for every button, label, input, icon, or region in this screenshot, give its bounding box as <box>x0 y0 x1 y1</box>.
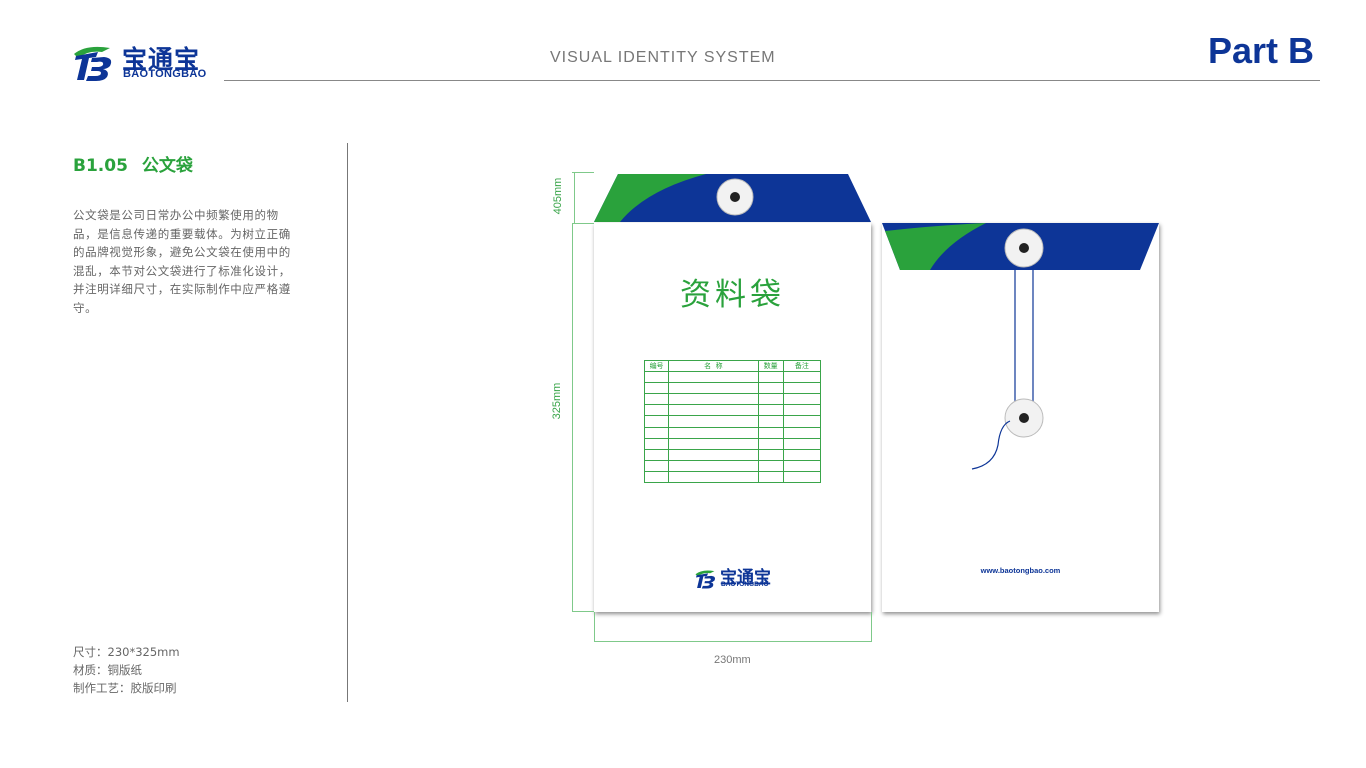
spec-size: 尺寸：230*325mm <box>73 645 180 659</box>
envelope-front-logo: 宝通宝 BAOTONGBAO <box>694 566 784 590</box>
envelope-front: 资料袋 编号 名 称 数量 备注 宝通宝 BAOTONGBAO <box>594 223 871 612</box>
envelope-logo-chinese: 宝通宝 <box>720 568 771 588</box>
form-cell <box>668 448 759 461</box>
logo-mark-icon <box>74 46 112 81</box>
form-cell <box>782 415 822 428</box>
section-title: B1.05 公文袋 <box>73 151 193 176</box>
back-flap-button-icon <box>1004 228 1044 268</box>
form-cell <box>757 426 784 439</box>
form-cell <box>757 415 784 428</box>
logo-chinese-name: 宝通宝 <box>122 45 201 74</box>
dimension-height-label: 325mm <box>551 382 563 420</box>
brand-logo: 宝通宝 BAOTONGBAO <box>72 40 222 84</box>
form-header-number: 编号 <box>643 359 670 373</box>
dimension-tick <box>871 612 872 642</box>
form-row <box>643 371 822 384</box>
form-cell <box>643 448 670 461</box>
dimension-tick <box>572 223 594 224</box>
form-cell <box>643 404 670 417</box>
spec-material: 材质：铜版纸 <box>73 663 142 677</box>
form-header-quantity: 数量 <box>757 359 784 373</box>
dimension-width-label: 230mm <box>714 654 751 666</box>
dimension-line-width <box>594 641 871 642</box>
form-cell <box>782 393 822 406</box>
back-flap <box>882 223 1159 470</box>
logo-english-name: BAOTONGBAO <box>123 68 207 80</box>
form-cell <box>668 470 759 484</box>
part-label: Part B <box>1207 30 1314 71</box>
form-header-notes: 备注 <box>782 359 822 373</box>
form-cell <box>668 404 759 417</box>
form-cell <box>643 470 670 484</box>
envelope-front-title: 资料袋 <box>680 277 785 313</box>
string-button-icon <box>1004 398 1044 438</box>
form-cell <box>668 382 759 395</box>
section-code: B1.05 <box>73 156 128 176</box>
form-cell <box>643 459 670 472</box>
form-cell <box>668 437 759 450</box>
envelope-back: www.baotongbao.com <box>882 223 1159 612</box>
dimension-tick <box>594 612 595 642</box>
form-cell <box>643 371 670 384</box>
dimension-line-flap <box>574 172 575 223</box>
form-row <box>643 415 822 428</box>
form-cell <box>757 371 784 384</box>
form-row <box>643 404 822 417</box>
form-cell <box>782 426 822 439</box>
form-row <box>643 459 822 472</box>
form-cell <box>757 448 784 461</box>
header-title: VISUAL IDENTITY SYSTEM <box>550 49 776 66</box>
form-cell <box>643 382 670 395</box>
form-row <box>643 382 822 395</box>
panel-divider <box>347 143 348 702</box>
form-cell <box>668 426 759 439</box>
form-cell <box>668 371 759 384</box>
form-cell <box>782 382 822 395</box>
form-cell <box>668 415 759 428</box>
form-cell <box>643 426 670 439</box>
front-flap-button-icon <box>716 178 754 216</box>
form-cell <box>757 393 784 406</box>
form-cell <box>757 470 784 484</box>
form-row <box>643 448 822 461</box>
website-url: www.baotongbao.com <box>980 566 1061 575</box>
form-header-name: 名 称 <box>668 359 759 373</box>
form-cell <box>643 415 670 428</box>
form-cell <box>757 382 784 395</box>
form-cell <box>782 459 822 472</box>
form-cell <box>782 470 822 484</box>
section-description: 公文袋是公司日常办公中频繁使用的物品，是信息传递的重要载体。为树立正确的品牌视觉… <box>73 208 291 315</box>
dimension-tick <box>572 611 594 612</box>
dimension-flap-label: 405mm <box>552 177 564 215</box>
form-row <box>643 437 822 450</box>
section-name: 公文袋 <box>141 156 193 176</box>
form-row <box>643 393 822 406</box>
header-divider <box>224 80 1320 81</box>
spec-process: 制作工艺：胶版印刷 <box>73 681 177 695</box>
form-cell <box>668 393 759 406</box>
form-cell <box>782 437 822 450</box>
form-row <box>643 426 822 439</box>
form-cell <box>782 371 822 384</box>
dimension-line-height <box>572 223 573 612</box>
form-cell <box>782 448 822 461</box>
envelope-logo-english: BAOTONGBAO <box>721 581 769 588</box>
form-header-row: 编号 名 称 数量 备注 <box>643 359 822 373</box>
form-cell <box>643 437 670 450</box>
logo-mark-icon <box>695 570 715 589</box>
spec-list: 尺寸：230*325mm 材质：铜版纸 制作工艺：胶版印刷 <box>73 643 180 697</box>
contents-form-table: 编号 名 称 数量 备注 <box>643 359 822 484</box>
form-cell <box>643 393 670 406</box>
form-cell <box>782 404 822 417</box>
form-row <box>643 470 822 484</box>
dimension-tick <box>572 172 594 173</box>
form-cell <box>757 459 784 472</box>
front-flap <box>594 174 871 222</box>
form-cell <box>668 459 759 472</box>
form-cell <box>757 404 784 417</box>
form-cell <box>757 437 784 450</box>
